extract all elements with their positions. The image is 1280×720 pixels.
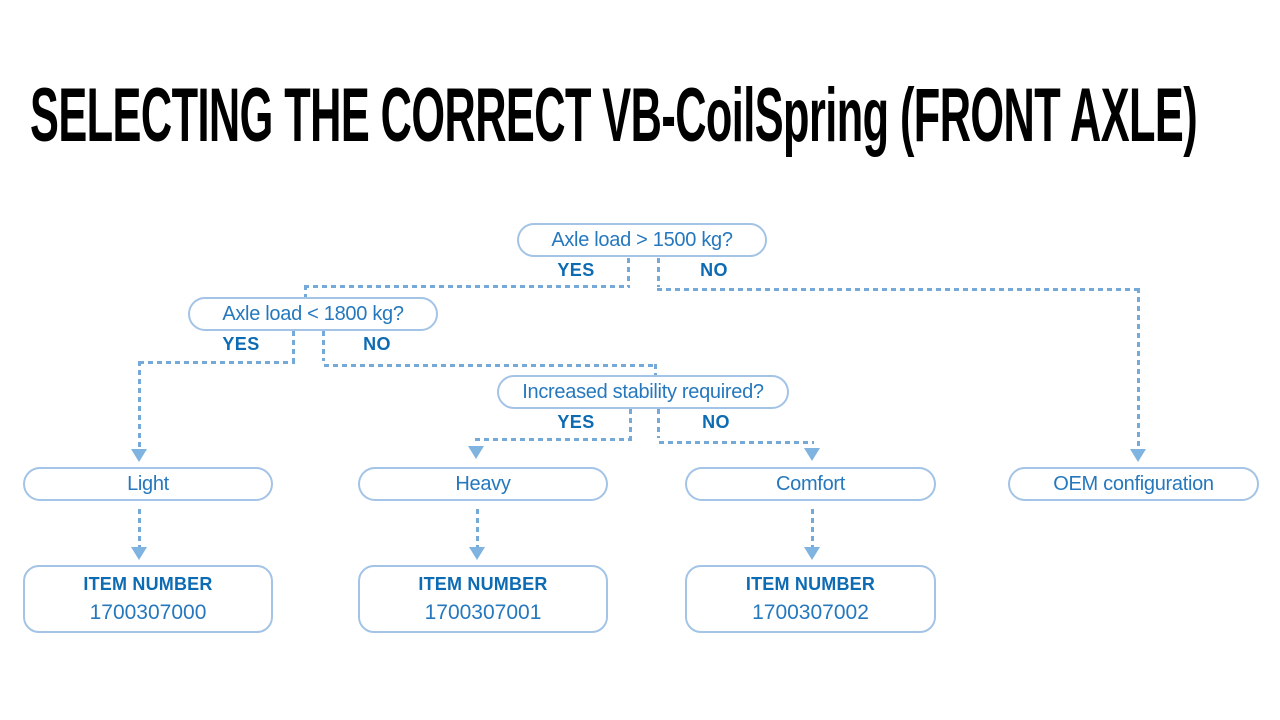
connector-d1-no-horizontal (657, 288, 1140, 291)
item-number-value: 1700307001 (424, 600, 542, 624)
arrow-down-icon-item-heavy (469, 547, 485, 560)
connector-comfort-item-drop (811, 509, 814, 547)
decision-node-stability: Increased stability required? (497, 375, 789, 409)
outcome-node-oem-configuration: OEM configuration (1008, 467, 1259, 501)
item-number-value: 1700307002 (752, 600, 869, 624)
page-title: SELECTING THE CORRECT VB-CoilSpring (FRO… (30, 73, 1198, 158)
item-number-value: 1700307000 (89, 600, 207, 624)
connector-light-item-drop (138, 509, 141, 547)
item-number-heading: ITEM NUMBER (745, 573, 876, 594)
connector-d2-no-stub (322, 331, 325, 361)
arrow-down-icon-comfort (804, 448, 820, 461)
d2-yes-label: YES (222, 334, 260, 354)
arrow-down-icon-item-light (131, 547, 147, 560)
connector-oem-drop (1137, 288, 1140, 449)
decision-node-axle-load-1800: Axle load < 1800 kg? (188, 297, 438, 331)
item-number-heading: ITEM NUMBER (418, 573, 548, 594)
connector-d3-no-stub (657, 409, 660, 438)
item-number-box-comfort: ITEM NUMBER 1700307002 (685, 565, 936, 633)
connector-d1-no-stub (657, 258, 660, 287)
connector-heavy-item-drop (476, 509, 479, 547)
decision-node-axle-load-1500: Axle load > 1500 kg? (517, 223, 767, 257)
connector-d2-no-drop (654, 364, 657, 375)
d3-no-label: NO (702, 412, 730, 432)
connector-d2-no-horizontal (324, 364, 656, 367)
connector-d1-yes-drop (304, 285, 307, 298)
outcome-label: OEM configuration (1053, 472, 1214, 495)
connector-light-drop (138, 361, 141, 449)
outcome-label: Comfort (775, 472, 846, 495)
decision-node-label: Increased stability required? (522, 380, 764, 403)
connector-d3-yes-stub (629, 409, 632, 438)
connector-d2-yes-horizontal (139, 361, 295, 364)
arrow-down-icon-heavy (468, 446, 484, 459)
connector-d1-yes-horizontal (304, 285, 630, 288)
connector-d2-yes-stub (292, 331, 295, 361)
connector-d3-no-horizontal (659, 441, 814, 444)
d1-yes-label: YES (557, 260, 595, 280)
arrow-down-icon-oem (1130, 449, 1146, 462)
decision-node-label: Axle load > 1500 kg? (551, 228, 733, 251)
outcome-node-comfort: Comfort (685, 467, 936, 501)
outcome-label: Light (127, 472, 169, 495)
d2-no-label: NO (363, 334, 391, 354)
arrow-down-icon-item-comfort (804, 547, 820, 560)
item-number-box-light: ITEM NUMBER 1700307000 (23, 565, 273, 633)
connector-d3-yes-horizontal (475, 438, 632, 441)
outcome-node-heavy: Heavy (358, 467, 608, 501)
connector-d1-yes-stub (627, 258, 630, 287)
arrow-down-icon-light (131, 449, 147, 462)
outcome-node-light: Light (23, 467, 273, 501)
decision-node-label: Axle load < 1800 kg? (222, 302, 404, 325)
item-number-box-heavy: ITEM NUMBER 1700307001 (358, 565, 608, 633)
item-number-heading: ITEM NUMBER (83, 573, 213, 594)
outcome-label: Heavy (455, 472, 511, 495)
d1-no-label: NO (700, 260, 728, 280)
d3-yes-label: YES (557, 412, 595, 432)
